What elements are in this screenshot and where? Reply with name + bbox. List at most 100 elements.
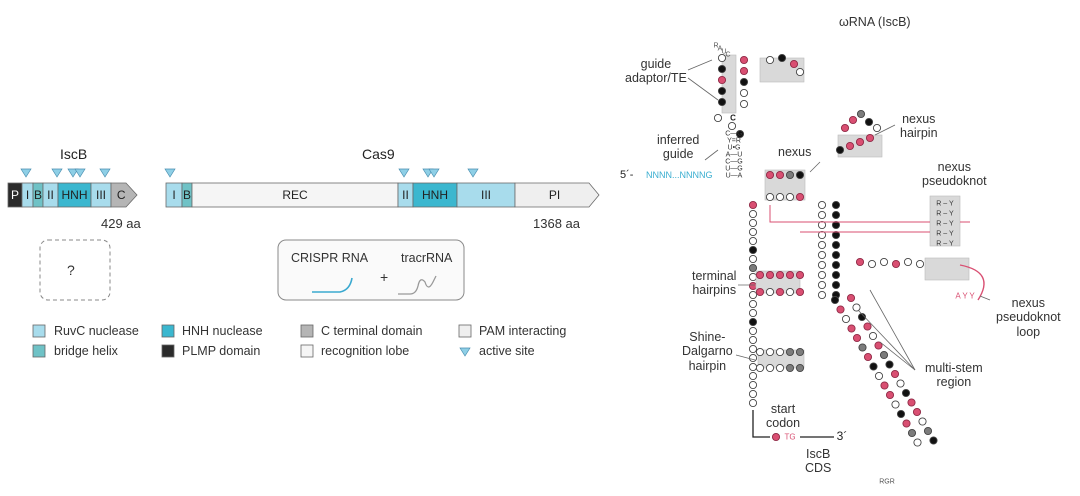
nexus-hairpin-nucleotide xyxy=(865,133,875,143)
tracrrna-label: tracrRNA xyxy=(401,251,453,265)
central-stem-nucleotide xyxy=(831,270,841,280)
cas9-segment-label: II xyxy=(402,188,409,202)
adaptor-nucleotide xyxy=(739,77,749,87)
adaptor-nucleotide xyxy=(739,66,749,76)
column-nucleotide xyxy=(748,290,758,300)
lower-arm-nucleotide xyxy=(874,371,884,381)
lower-arm-nucleotide xyxy=(852,303,861,312)
guide-pair-text: U—G xyxy=(725,166,743,173)
central-stem-nucleotide xyxy=(831,280,841,290)
legend-plmp-swatch xyxy=(161,344,175,358)
lower-arm-nucleotide xyxy=(907,398,916,407)
terminal-nucleotide xyxy=(765,287,775,297)
pseudoknot-row: R – Y xyxy=(936,241,954,248)
label-leader xyxy=(704,149,719,161)
legend-hnh-label: HNH nuclease xyxy=(182,324,263,338)
multistem-nucleotide xyxy=(867,259,877,269)
lower-arm-nucleotide xyxy=(836,305,845,314)
nexus-hairpin-nucleotide xyxy=(856,109,866,119)
pseudoknot-row: R – Y xyxy=(936,221,954,228)
legend-active-label: active site xyxy=(479,344,535,358)
legend-rec-swatch xyxy=(300,344,314,358)
seq-letter: C xyxy=(725,52,730,59)
crispr-rna-glyph xyxy=(312,277,353,293)
pseudoknot-row: R – Y xyxy=(936,201,954,208)
start-nucleotide xyxy=(771,432,781,442)
cas9-segment xyxy=(456,182,516,208)
start-codon-letters: TG xyxy=(784,433,795,442)
nexus-nucleotide xyxy=(765,170,775,180)
cas9-segment-label: III xyxy=(481,188,491,202)
central-stem-nucleotide xyxy=(817,240,827,250)
column-nucleotide xyxy=(748,371,758,381)
central-stem-nucleotide xyxy=(831,250,841,260)
column-nucleotide xyxy=(748,335,758,345)
column-nucleotide xyxy=(748,362,758,372)
pseudoknot-loop-arc xyxy=(959,264,985,301)
column-nucleotide xyxy=(748,317,758,327)
nexus-hairpin-nucleotide xyxy=(845,141,855,151)
inferred-guide-label: inferred guide xyxy=(657,133,700,162)
guide-pair-text: C—G xyxy=(725,131,743,138)
pseudoknot-row: R – Y xyxy=(936,211,954,218)
central-stem-nucleotide xyxy=(831,230,841,240)
adaptor-nucleotide xyxy=(739,88,749,98)
iscb-segment-label: I xyxy=(26,188,29,202)
label-leader xyxy=(857,309,916,371)
active-site-marker xyxy=(67,168,79,178)
active-site-marker xyxy=(164,168,176,178)
pseudoknot-box xyxy=(929,195,961,247)
adaptor-nucleotide xyxy=(739,99,749,109)
lower-arm-nucleotide xyxy=(857,312,867,322)
label-leader xyxy=(809,161,821,173)
cas9-segment-label: REC xyxy=(282,188,308,202)
terminal-nucleotide xyxy=(785,287,795,297)
legend-hnh-swatch xyxy=(161,324,175,338)
active-site-marker xyxy=(398,168,410,178)
terminal-nucleotide xyxy=(795,287,805,297)
nexus-hairpin-nucleotide xyxy=(835,145,845,155)
lower-arm-nucleotide xyxy=(918,417,927,426)
plus-sign: + xyxy=(380,269,389,285)
lower-arm-nucleotide xyxy=(846,293,856,303)
adaptor-nucleotide xyxy=(713,113,723,123)
active-site-marker xyxy=(428,168,440,178)
shine-nucleotide xyxy=(775,347,785,357)
shine-nucleotide xyxy=(795,347,805,357)
cas9-length: 1368 aa xyxy=(533,216,580,231)
nexus-nucleotide xyxy=(765,192,775,202)
lower-arm-nucleotide xyxy=(863,352,873,362)
iscb-title: IscB xyxy=(60,146,88,162)
column-nucleotide xyxy=(748,344,758,354)
iscb-segment-label: B xyxy=(34,188,42,202)
lower-arm-nucleotide xyxy=(891,400,900,409)
adaptor-nucleotide xyxy=(717,86,727,96)
lower-arm-nucleotide xyxy=(868,331,878,341)
adaptor-nucleotide xyxy=(717,97,727,107)
lower-arm-nucleotide xyxy=(852,333,862,343)
active-site-marker xyxy=(467,168,479,178)
nexus-hairpin-label: nexus hairpin xyxy=(900,112,938,141)
shine-nucleotide xyxy=(765,363,775,373)
multistem-nucleotide xyxy=(915,259,925,269)
active-site-marker xyxy=(99,168,111,178)
lower-arm-nucleotide xyxy=(841,314,851,324)
central-stem-nucleotide xyxy=(817,260,827,270)
central-stem-nucleotide xyxy=(817,270,827,280)
legend-cterm-swatch xyxy=(300,324,314,338)
lower-arm-nucleotide xyxy=(913,438,922,447)
shine-nucleotide xyxy=(785,363,795,373)
label-leader xyxy=(687,77,719,101)
guide-sequence: NNNN...NNNNG xyxy=(646,170,713,180)
lower-arm-nucleotide xyxy=(923,426,933,436)
shine-nucleotide xyxy=(755,347,765,357)
label-leader xyxy=(874,124,896,136)
central-stem-nucleotide xyxy=(831,210,841,220)
legend-bridge-label: bridge helix xyxy=(54,344,118,358)
lower-arm-nucleotide xyxy=(896,379,905,388)
lower-arm-nucleotide xyxy=(907,428,917,438)
shine-nucleotide xyxy=(785,347,795,357)
central-stem-nucleotide xyxy=(817,290,827,300)
